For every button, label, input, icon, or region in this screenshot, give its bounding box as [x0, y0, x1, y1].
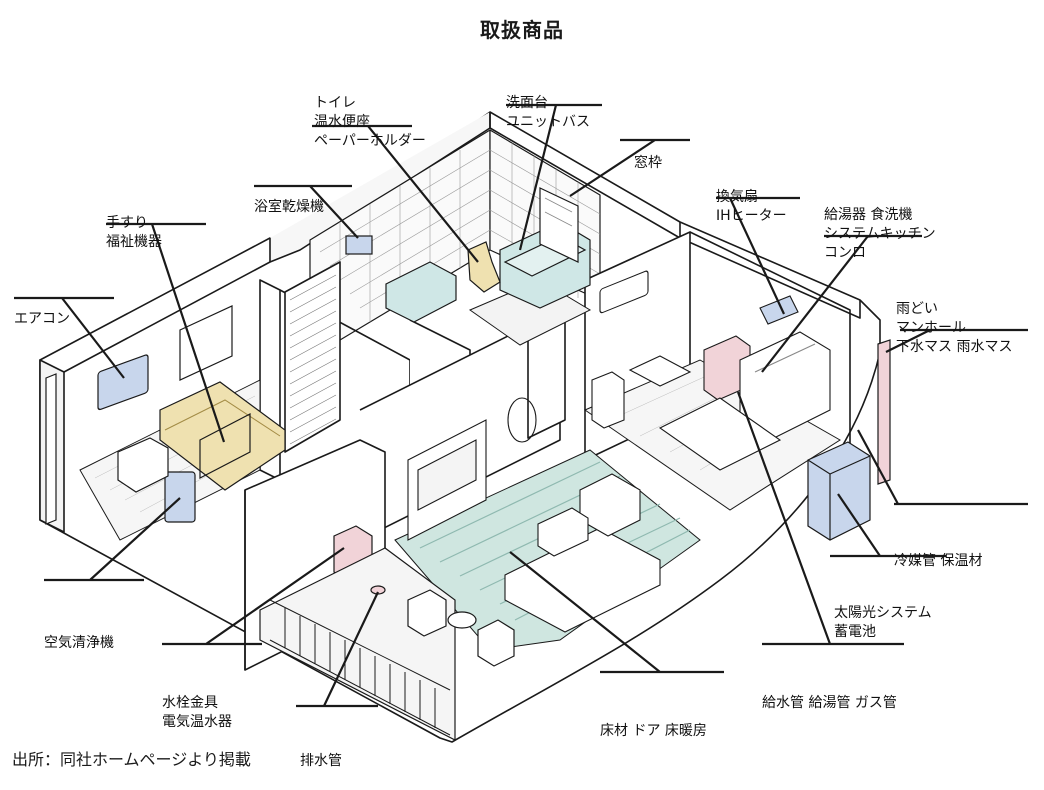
label-pipes: 給水管 給湯管 ガス管 — [762, 695, 897, 711]
nightstand — [117, 437, 169, 493]
label-drain: 排水管 — [300, 753, 342, 769]
bath-window — [539, 187, 579, 263]
leader-fan — [716, 196, 800, 315]
label-air-purifier: 空気清浄機 — [44, 635, 114, 651]
air-purifier — [164, 471, 196, 523]
leader-washbasin — [506, 103, 602, 251]
label-washbasin: 洗面台ユニットバス — [506, 95, 590, 130]
living-fixtures — [407, 397, 661, 633]
bedroom-picture — [179, 305, 233, 381]
balcony-railing — [269, 599, 451, 736]
balcony-table — [447, 611, 477, 629]
balcony-chair-1 — [407, 589, 447, 637]
leader-refrigerant — [857, 429, 1028, 506]
leader-pipes — [736, 391, 904, 646]
page-title: 取扱商品 — [480, 18, 564, 42]
rain-gutter — [877, 339, 891, 485]
label-refrigerant: 冷媒管 保温材 — [894, 553, 983, 569]
source-caption: 出所：同社ホームページより掲載 — [12, 750, 251, 769]
label-rain: 雨どいマンホール下水マス 雨水マス — [896, 301, 1013, 355]
leader-kitchen — [761, 234, 922, 373]
dining-table — [628, 355, 692, 387]
leader-bath-dryer — [254, 184, 359, 239]
label-bath-dryer: 浴室乾燥機 — [254, 199, 324, 215]
exterior-equipment — [45, 339, 891, 741]
leader-floor — [509, 551, 724, 674]
solar-battery-unit — [807, 441, 871, 541]
gutter-left — [45, 373, 57, 525]
leader-rain — [885, 328, 1028, 353]
coffee-table — [537, 507, 589, 557]
label-faucet: 水栓金具電気温水器 — [162, 695, 232, 730]
label-window-frame: 窓枠 — [634, 155, 662, 171]
aircon-unit — [97, 354, 149, 411]
leader-solar — [830, 493, 946, 558]
plant — [507, 397, 537, 443]
leader-toilet — [312, 124, 479, 263]
leader-faucet — [162, 547, 345, 646]
label-toilet: トイレ温水便座ペーパーホルダー — [314, 95, 426, 149]
label-aircon: エアコン — [14, 311, 70, 327]
leader-handrail — [106, 222, 226, 443]
balcony-chair-2 — [477, 619, 515, 667]
kitchen-aircon — [599, 270, 649, 314]
leader-aircon — [14, 296, 125, 379]
label-kitchen: 給湯器 食洗機システムキッチンコンロ — [824, 207, 936, 261]
range-hood — [759, 295, 799, 325]
leader-lines — [14, 103, 1028, 708]
kitchen-counter — [658, 397, 782, 471]
kitchen-fixtures — [591, 270, 831, 471]
closet-door — [284, 261, 341, 453]
toilet — [467, 241, 501, 293]
leader-drain — [296, 591, 379, 708]
bath-dryer — [345, 235, 373, 255]
label-floor: 床材 ドア 床暖房 — [600, 723, 707, 739]
bed-rail — [199, 413, 251, 479]
heater-appliance — [591, 371, 625, 429]
leader-purifier — [44, 497, 181, 582]
label-handrail: 手すり福祉機器 — [106, 215, 162, 250]
washbasin — [385, 261, 457, 323]
label-solar: 太陽光システム蓄電池 — [834, 605, 932, 640]
leader-window — [569, 138, 690, 197]
